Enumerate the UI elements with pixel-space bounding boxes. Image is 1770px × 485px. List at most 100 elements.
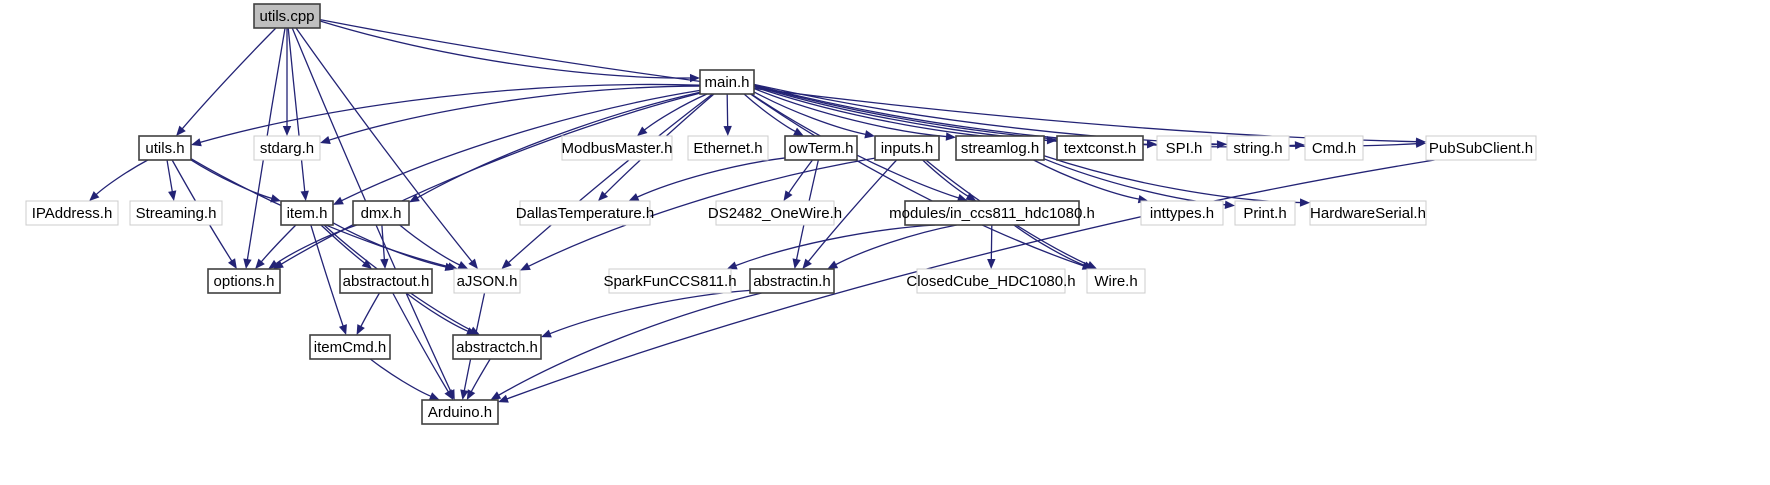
graph-node-arduino-h[interactable]: Arduino.h [421,399,499,425]
edge-arrowhead [1294,141,1305,150]
edge-arrowhead [723,125,732,136]
node-box[interactable] [874,135,940,161]
graph-node-spi-h[interactable]: SPI.h [1156,135,1212,161]
node-label: main.h [704,74,749,91]
node-box[interactable] [687,135,769,161]
node-box[interactable] [916,268,1066,294]
edge-arrowhead [468,258,478,269]
graph-node-ethernet-h[interactable]: Ethernet.h [687,135,769,161]
node-box[interactable] [1425,135,1537,161]
graph-edge [506,159,1435,400]
node-label: dmx.h [361,205,402,222]
graph-node-textconst-h[interactable]: textconst.h [1056,135,1144,161]
graph-node-inttypes-h[interactable]: inttypes.h [1140,200,1224,226]
graph-node-dallastemp-h[interactable]: DallasTemperature.h [516,200,654,226]
graph-node-modbusmaster-h[interactable]: ModbusMaster.h [561,135,673,161]
node-box[interactable] [1304,135,1364,161]
graph-node-dmx-h[interactable]: dmx.h [352,200,410,226]
graph-node-pubsubclient-h[interactable]: PubSubClient.h [1425,135,1537,161]
node-box[interactable] [1234,200,1296,226]
node-box[interactable] [452,334,542,360]
graph-node-ipaddress-h[interactable]: IPAddress.h [25,200,119,226]
graph-node-main-h[interactable]: main.h [699,69,755,95]
node-box[interactable] [25,200,119,226]
graph-node-streamlog-h[interactable]: streamlog.h [955,135,1045,161]
graph-node-abstractin-h[interactable]: abstractin.h [749,268,835,294]
edge-arrowhead [1083,261,1095,270]
node-box[interactable] [1140,200,1224,226]
node-label: inputs.h [881,140,934,157]
node-box[interactable] [280,200,334,226]
graph-node-streaming-h[interactable]: Streaming.h [129,200,223,226]
graph-node-cmd-h[interactable]: Cmd.h [1304,135,1364,161]
node-label: Streaming.h [136,205,217,222]
graph-node-print-h[interactable]: Print.h [1234,200,1296,226]
node-box[interactable] [253,135,321,161]
graph-node-sparkfun-h[interactable]: SparkFunCCS811.h [603,268,737,294]
graph-edge [1033,159,1140,200]
graph-node-owterm-h[interactable]: owTerm.h [784,135,858,161]
node-box[interactable] [1226,135,1290,161]
graph-node-stdarg-h[interactable]: stdarg.h [253,135,321,161]
graph-node-abstractout-h[interactable]: abstractout.h [339,268,433,294]
graph-node-utils-h[interactable]: utils.h [138,135,192,161]
node-box[interactable] [421,399,499,425]
node-label: owTerm.h [788,140,853,157]
node-box[interactable] [1056,135,1144,161]
node-box[interactable] [129,200,223,226]
graph-node-hardwareserial-h[interactable]: HardwareSerial.h [1309,200,1427,226]
node-label: SparkFunCCS811.h [603,273,736,290]
graph-node-abstractch-h[interactable]: abstractch.h [452,334,542,360]
node-box[interactable] [519,200,651,226]
edge-arrowhead [300,190,309,201]
graph-node-item-h[interactable]: item.h [280,200,334,226]
graph-node-inputs-h[interactable]: inputs.h [874,135,940,161]
node-box[interactable] [1156,135,1212,161]
node-label: ModbusMaster.h [562,140,673,157]
node-box[interactable] [904,200,1080,226]
graph-edge [95,159,149,196]
node-box[interactable] [1086,268,1146,294]
node-box[interactable] [715,200,835,226]
node-box[interactable] [453,268,521,294]
graph-edge [332,222,447,268]
graph-node-string-h[interactable]: string.h [1226,135,1290,161]
graph-edge [190,159,273,200]
node-box[interactable] [138,135,192,161]
node-box[interactable] [339,268,433,294]
edge-arrowhead [802,258,812,269]
graph-node-wire-h[interactable]: Wire.h [1086,268,1146,294]
graph-node-ds2482-h[interactable]: DS2482_OneWire.h [708,200,842,226]
graph-node-modules-ccs-h[interactable]: modules/in_ccs811_hdc1080.h [889,200,1095,226]
node-box[interactable] [749,268,835,294]
graph-node-closedcube-h[interactable]: ClosedCube_HDC1080.h [906,268,1076,294]
graph-edge [1013,224,1086,267]
node-box[interactable] [561,135,673,161]
node-box[interactable] [608,268,732,294]
edge-arrowhead [726,261,738,270]
edge-arrowhead [320,136,331,145]
node-label: Arduino.h [428,404,492,421]
node-label: IPAddress.h [32,205,113,222]
edge-arrowhead [168,190,177,201]
node-box[interactable] [352,200,410,226]
edge-arrowhead [457,260,469,269]
node-box[interactable] [1309,200,1427,226]
graph-node-itemcmd-h[interactable]: itemCmd.h [309,334,391,360]
graph-node-options-h[interactable]: options.h [207,268,281,294]
edge-arrowhead [490,391,502,400]
graph-node-ajson-h[interactable]: aJSON.h [453,268,521,294]
node-box[interactable] [955,135,1045,161]
node-box[interactable] [253,3,321,29]
graph-edge [636,157,786,198]
edge-arrowhead [444,262,456,271]
node-box[interactable] [699,69,755,95]
node-box[interactable] [784,135,858,161]
graph-node-utils-cpp[interactable]: utils.cpp [253,3,321,29]
node-box[interactable] [309,334,391,360]
edge-arrowhead [466,389,476,400]
edge-arrowhead [864,130,875,139]
node-box[interactable] [207,268,281,294]
